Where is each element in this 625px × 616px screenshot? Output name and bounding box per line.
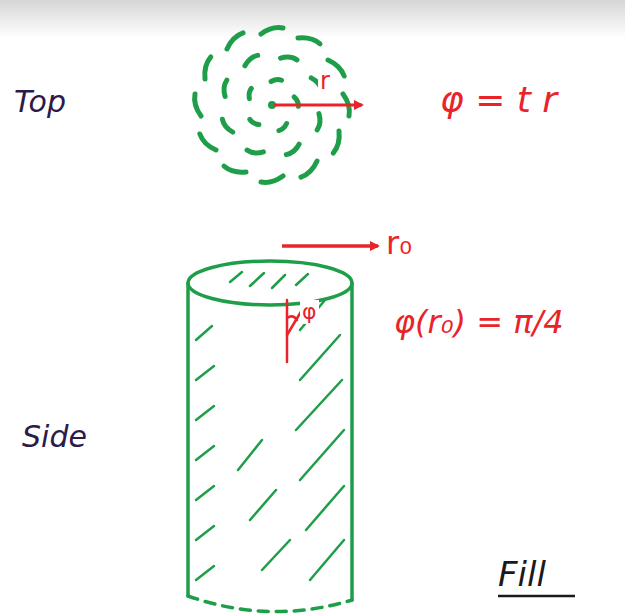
view-label: Top [12, 85, 68, 118]
photo-band [0, 0, 625, 38]
outer-radius-arrow [282, 244, 378, 248]
angle-label: φ [300, 300, 319, 324]
underline [498, 595, 575, 598]
radius-label: r [318, 68, 332, 94]
radius-arrow [274, 104, 362, 107]
view-label: Side [20, 420, 89, 453]
note-text: Fill [496, 556, 548, 593]
twist-formula: φ = t r [438, 80, 559, 120]
outer-radius-label: r₀ [384, 226, 414, 261]
cylinder-fibers [196, 272, 344, 580]
angle-formula: φ(r₀) = π/4 [392, 305, 566, 340]
cylinder-outline [188, 261, 352, 612]
